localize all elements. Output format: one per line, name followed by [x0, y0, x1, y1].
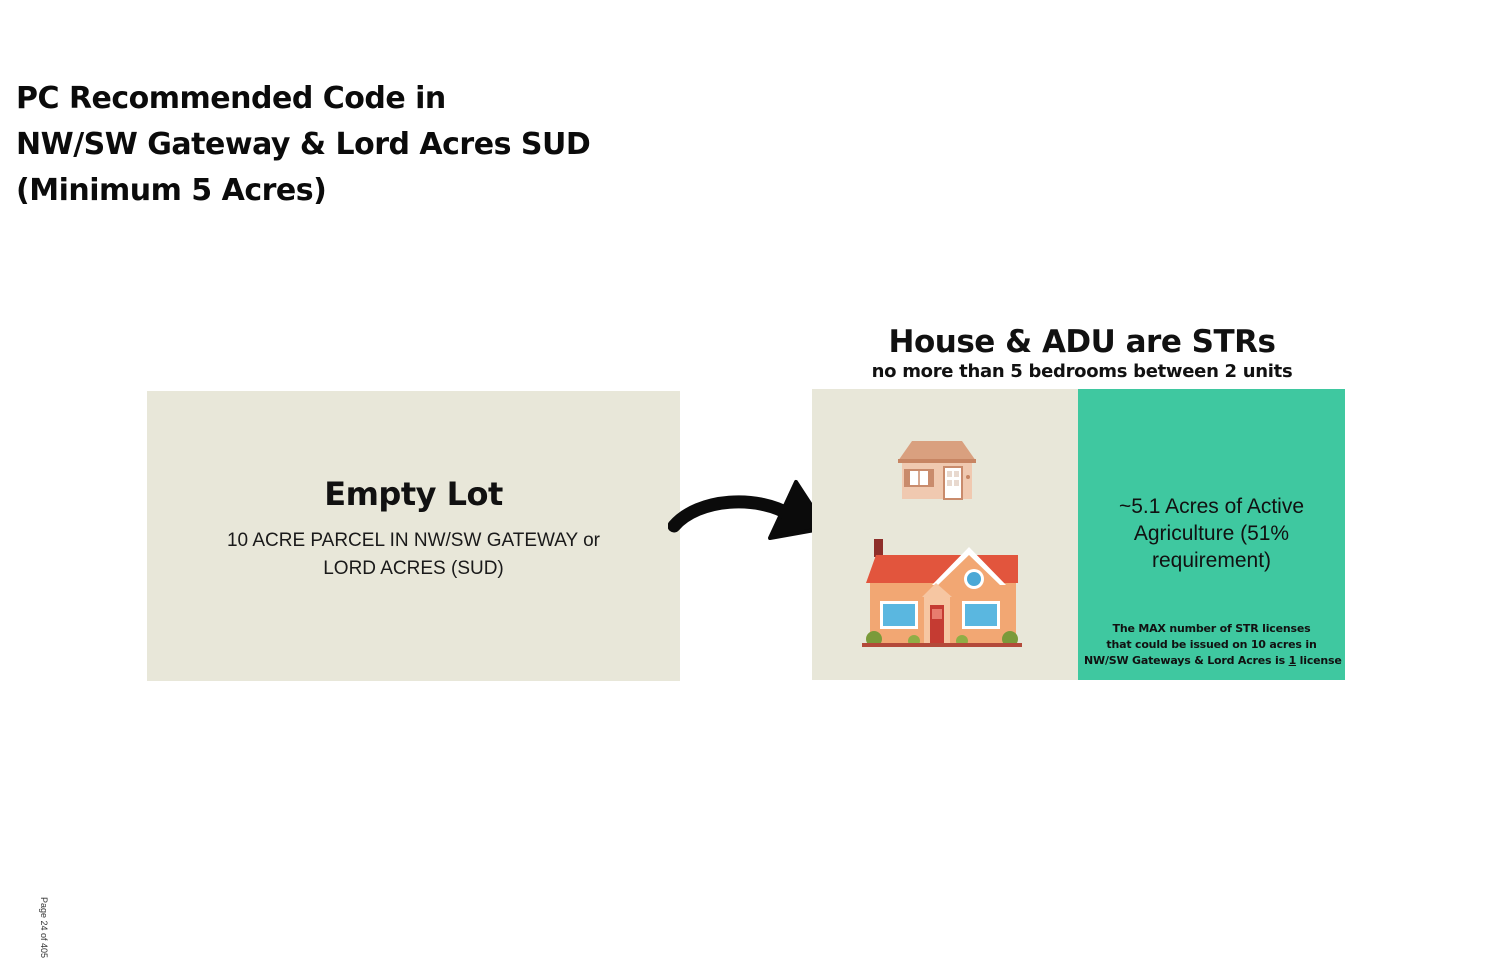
arrow-right-icon — [668, 480, 828, 540]
adu-house-icon — [898, 441, 976, 500]
title-line-3: (Minimum 5 Acres) — [16, 173, 327, 208]
page-title: PC Recommended Code in NW/SW Gateway & L… — [16, 76, 591, 214]
str-license-note: The MAX number of STR licenses that coul… — [1084, 621, 1342, 669]
str-heading-subtitle: no more than 5 bedrooms between 2 units — [871, 361, 1293, 382]
empty-lot-box: Empty Lot 10 ACRE PARCEL IN NW/SW GATEWA… — [147, 391, 680, 681]
note-line-3-suffix: license — [1296, 654, 1342, 667]
note-line-1: The MAX number of STR licenses — [1112, 622, 1311, 635]
page-number: Page 24 of 405 — [39, 897, 49, 959]
note-line-3: NW/SW Gateways & Lord Acres is 1 license — [1084, 653, 1342, 669]
agriculture-requirement: ~5.1 Acres of Active Agriculture (51% re… — [1118, 495, 1305, 572]
note-line-2: that could be issued on 10 acres in — [1106, 638, 1317, 651]
license-count: 1 — [1288, 654, 1297, 667]
main-house-icon — [862, 539, 1022, 647]
houses-panel — [812, 389, 1078, 680]
empty-lot-heading: Empty Lot — [324, 475, 503, 513]
str-heading: House & ADU are STRs no more than 5 bedr… — [812, 322, 1352, 382]
note-line-3-prefix: NW/SW Gateways & Lord Acres is — [1084, 654, 1289, 667]
empty-lot-description: 10 ACRE PARCEL IN NW/SW GATEWAY or LORD … — [226, 530, 601, 579]
title-line-2: NW/SW Gateway & Lord Acres SUD — [16, 127, 591, 162]
str-heading-title: House & ADU are STRs — [888, 324, 1276, 360]
agriculture-panel: ~5.1 Acres of Active Agriculture (51% re… — [1078, 389, 1345, 680]
result-box: ~5.1 Acres of Active Agriculture (51% re… — [812, 389, 1345, 680]
title-line-1: PC Recommended Code in — [16, 81, 446, 116]
